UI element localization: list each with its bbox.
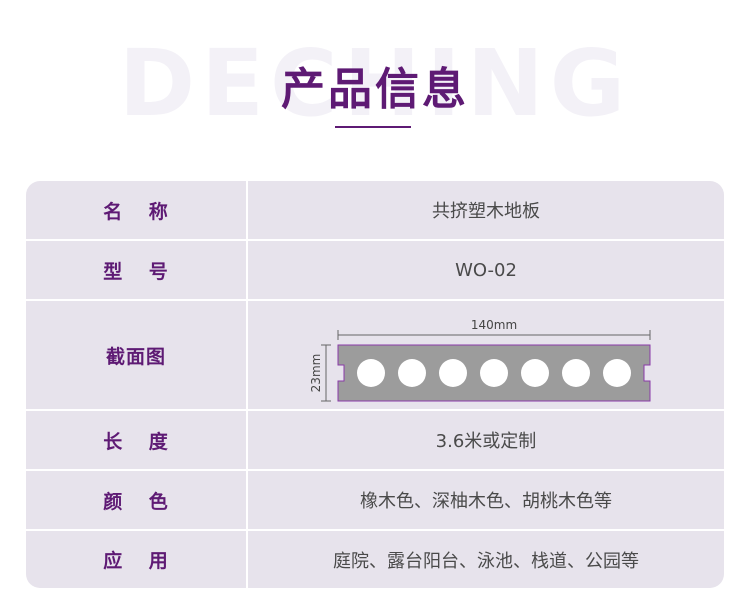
row-label: 型 号 bbox=[103, 260, 169, 283]
profile-holes bbox=[357, 359, 631, 387]
profile-hole bbox=[603, 359, 631, 387]
row-label: 长 度 bbox=[103, 430, 169, 453]
table-row-length: 长 度 3.6米或定制 bbox=[26, 411, 724, 471]
row-label: 颜 色 bbox=[103, 490, 169, 513]
profile-hole bbox=[521, 359, 549, 387]
profile-hole bbox=[439, 359, 467, 387]
page-title: 产品信息 bbox=[281, 64, 469, 115]
profile-hole bbox=[357, 359, 385, 387]
profile-hole bbox=[480, 359, 508, 387]
column-divider bbox=[246, 531, 248, 588]
table-row-cross-section: 截面图 140mm 23mm bbox=[26, 301, 724, 411]
height-label: 23mm bbox=[309, 354, 323, 393]
table-row-application: 应 用 庭院、露台阳台、泳池、栈道、公园等 bbox=[26, 531, 724, 588]
table-row-model: 型 号 WO-02 bbox=[26, 241, 724, 301]
column-divider bbox=[246, 471, 248, 529]
row-label: 名 称 bbox=[103, 200, 169, 223]
cross-section-cell: 140mm 23mm bbox=[248, 301, 724, 409]
title-underline bbox=[335, 126, 411, 128]
cross-section-diagram: 140mm 23mm bbox=[309, 318, 651, 402]
column-divider bbox=[246, 181, 248, 239]
row-value: 庭院、露台阳台、泳池、栈道、公园等 bbox=[333, 550, 639, 572]
product-info-table: 名 称 共挤塑木地板 型 号 WO-02 截面图 140mm 23mm bbox=[26, 181, 724, 588]
width-label: 140mm bbox=[471, 318, 517, 332]
column-divider bbox=[246, 301, 248, 409]
profile-hole bbox=[398, 359, 426, 387]
row-label: 应 用 bbox=[103, 550, 169, 572]
column-divider bbox=[246, 241, 248, 299]
profile-hole bbox=[562, 359, 590, 387]
row-value: 3.6米或定制 bbox=[435, 431, 537, 452]
row-value: WO-02 bbox=[455, 259, 517, 281]
table-row-name: 名 称 共挤塑木地板 bbox=[26, 181, 724, 241]
row-value: 共挤塑木地板 bbox=[432, 201, 540, 222]
background-watermark-word: DECHING bbox=[118, 30, 632, 137]
table-row-color: 颜 色 橡木色、深柚木色、胡桃木色等 bbox=[26, 471, 724, 531]
row-label: 截面图 bbox=[105, 345, 166, 368]
column-divider bbox=[246, 411, 248, 469]
row-value: 橡木色、深柚木色、胡桃木色等 bbox=[360, 491, 612, 512]
